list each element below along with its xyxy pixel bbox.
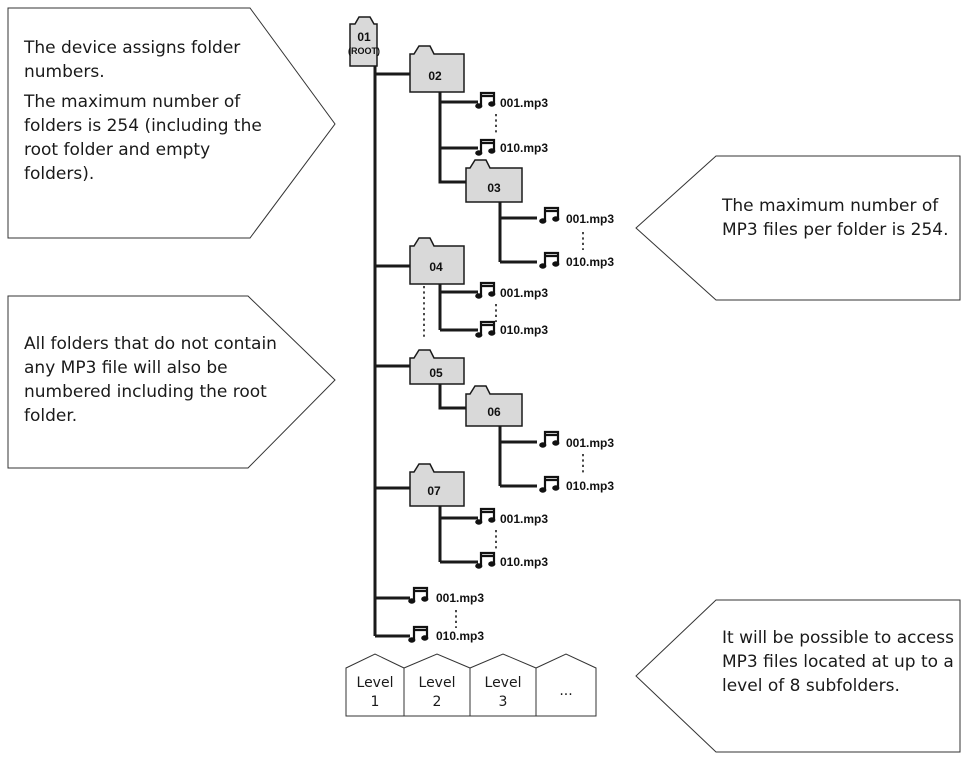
music-note-icon [407, 586, 430, 605]
level-number: 2 [432, 694, 442, 710]
folder-root: 01 (ROOT) [348, 16, 380, 67]
folder-number: 06 [487, 405, 501, 419]
level-word: Level [418, 675, 456, 691]
folder-icon [409, 463, 465, 507]
level-more-label: ... [559, 683, 573, 699]
music-note-icon [407, 625, 430, 644]
music-note-icon [538, 206, 561, 225]
ellipsis-dots [423, 114, 584, 628]
callout-assign-line2: The maximum number of folders is 254 (in… [24, 92, 262, 184]
file-name: 010.mp3 [566, 479, 614, 493]
callout-assign: The device assigns folder numbers. The m… [24, 36, 274, 186]
folder-04: 04 [409, 237, 465, 285]
file-name: 010.mp3 [436, 629, 484, 643]
file-02-last: 010.mp3 [474, 138, 548, 157]
music-note-icon [474, 320, 497, 339]
folder-number: 05 [429, 366, 443, 380]
file-root-last: 010.mp3 [407, 625, 484, 644]
file-06-first: 001.mp3 [538, 430, 614, 450]
folder-number: 01 [357, 30, 371, 44]
tree-lines [373, 66, 537, 638]
music-note-icon [474, 507, 497, 526]
music-note-icon [474, 281, 497, 300]
level-1-label: Level 1 [343, 674, 407, 712]
callout-levels: It will be possible to access MP3 files … [722, 628, 954, 696]
folder-icon [409, 237, 465, 285]
file-03-last: 010.mp3 [538, 251, 614, 270]
level-number: 3 [498, 694, 508, 710]
music-note-icon [538, 251, 561, 270]
file-name: 001.mp3 [500, 286, 548, 300]
music-note-icon [538, 430, 561, 449]
level-box-more [535, 653, 597, 717]
music-note-icon [474, 551, 497, 570]
callout-max-files: The maximum number of MP3 files per fold… [722, 196, 949, 240]
folder-02: 02 [409, 45, 465, 93]
callout-numbered: All folders that do not contain any MP3 … [24, 334, 277, 426]
callout-box-levels [635, 599, 961, 753]
file-name: 001.mp3 [500, 512, 548, 526]
music-note-icon [474, 138, 497, 157]
level-3-label: Level 3 [471, 674, 535, 712]
file-03-first: 001.mp3 [538, 206, 614, 226]
level-word: Level [356, 675, 394, 691]
folder-03: 03 [465, 159, 523, 203]
file-name: 010.mp3 [500, 141, 548, 155]
file-name: 001.mp3 [566, 212, 614, 226]
file-name: 010.mp3 [500, 555, 548, 569]
file-07-first: 001.mp3 [474, 507, 548, 526]
folder-icon [409, 349, 465, 385]
file-name: 001.mp3 [500, 96, 548, 110]
folder-number: 02 [428, 69, 442, 83]
root-label: (ROOT) [348, 46, 380, 56]
file-name: 001.mp3 [436, 591, 484, 605]
file-04-last: 010.mp3 [474, 320, 548, 339]
callout-assign-line1: The device assigns folder numbers. [24, 38, 241, 82]
level-number: 1 [370, 694, 380, 710]
music-note-icon [538, 475, 561, 494]
folder-icon [465, 385, 523, 427]
file-02-first: 001.mp3 [474, 91, 548, 110]
level-2-label: Level 2 [405, 674, 469, 712]
file-name: 010.mp3 [500, 323, 548, 337]
folder-number: 07 [427, 484, 441, 498]
file-04-first: 001.mp3 [474, 281, 548, 300]
folder-icon [349, 16, 378, 67]
level-word: Level [484, 675, 522, 691]
folder-05: 05 [409, 349, 465, 385]
callout-box-max-files [635, 155, 961, 301]
callout-box-assign [7, 7, 336, 239]
level-boxes [345, 653, 597, 717]
file-root-first: 001.mp3 [407, 586, 484, 605]
folder-icon [409, 45, 465, 93]
folder-07: 07 [409, 463, 465, 507]
callout-box-numbered [7, 295, 336, 469]
file-name: 010.mp3 [566, 255, 614, 269]
file-name: 001.mp3 [566, 436, 614, 450]
folder-06: 06 [465, 385, 523, 427]
file-07-last: 010.mp3 [474, 551, 548, 570]
folder-number: 04 [429, 260, 443, 274]
folder-icon [465, 159, 523, 203]
folder-number: 03 [487, 181, 501, 195]
music-note-icon [474, 91, 497, 110]
file-06-last: 010.mp3 [538, 475, 614, 494]
